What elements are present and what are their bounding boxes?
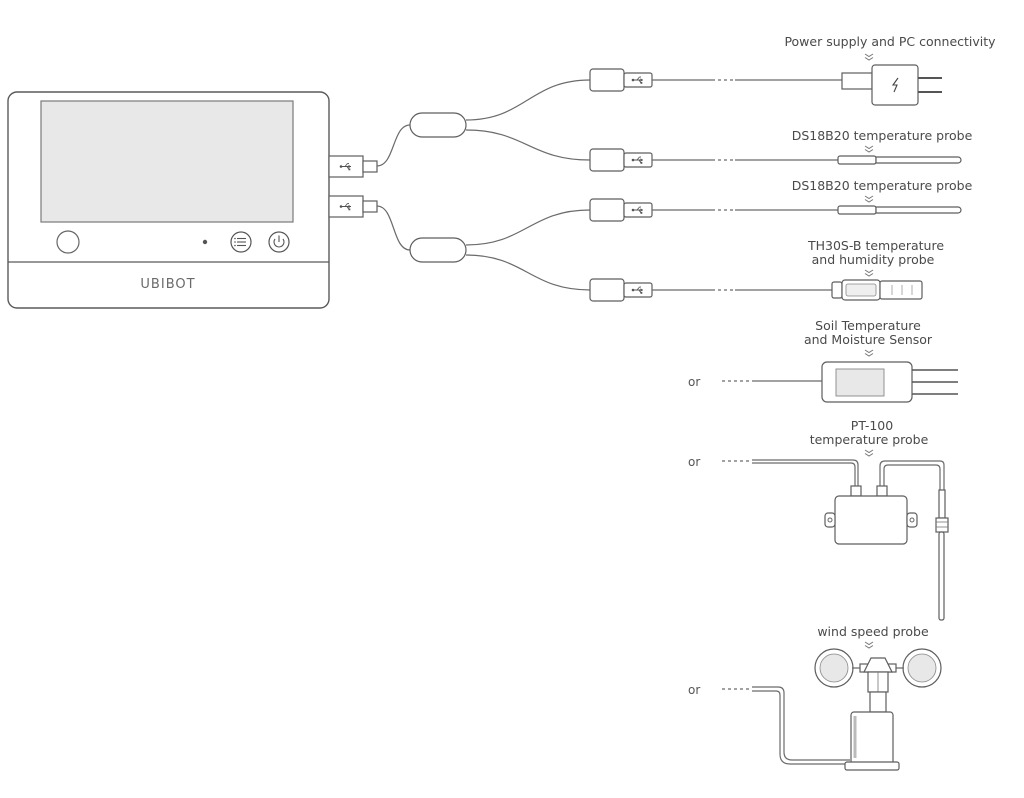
label-or-2: or xyxy=(688,455,700,469)
menu-list-icon[interactable] xyxy=(230,231,252,253)
label-or-1: or xyxy=(688,375,700,389)
label-soil-line2: and Moisture Sensor xyxy=(804,332,933,347)
label-wind: wind speed probe xyxy=(817,624,929,639)
arrow-down-icon xyxy=(864,53,874,61)
power-icon[interactable] xyxy=(268,231,290,253)
pt100-option: or PT-100 temperature probe xyxy=(688,418,949,621)
label-power: Power supply and PC connectivity xyxy=(784,34,996,49)
arrow-down-icon xyxy=(864,349,874,357)
wind-probe-option: or wind speed probe xyxy=(688,624,942,771)
label-or-3: or xyxy=(688,683,700,697)
th30s-branch: TH30S-B temperature and humidity probe xyxy=(590,238,944,301)
led-dot-icon xyxy=(202,239,208,245)
arrow-down-icon xyxy=(864,269,874,277)
label-pt100-line2: temperature probe xyxy=(810,432,929,447)
usb-port-1 xyxy=(328,155,378,178)
device-brand: UBIBOT xyxy=(140,277,195,292)
arrow-down-icon xyxy=(864,641,874,649)
label-th30s-line2: and humidity probe xyxy=(812,252,935,267)
ubibot-device: UBIBOT xyxy=(7,91,378,309)
label-ds18b20-1: DS18B20 temperature probe xyxy=(792,128,973,143)
wind-probe-body xyxy=(850,711,894,765)
splitter-cable-1 xyxy=(376,79,591,167)
usb-port-2 xyxy=(328,195,378,218)
power-branch: Power supply and PC connectivity xyxy=(590,34,996,106)
arrow-down-icon xyxy=(864,449,874,457)
label-th30s-line1: TH30S-B temperature xyxy=(807,238,944,253)
label-ds18b20-2: DS18B20 temperature probe xyxy=(792,178,973,193)
round-button-icon[interactable] xyxy=(56,230,80,254)
splitter-cable-2 xyxy=(376,205,591,291)
soil-sensor-option: or Soil Temperature and Moisture Sensor xyxy=(688,318,958,403)
label-soil-line1: Soil Temperature xyxy=(815,318,921,333)
ds18b20-branch-2: DS18B20 temperature probe xyxy=(590,178,973,221)
label-pt100-line1: PT-100 xyxy=(851,418,893,433)
arrow-down-icon xyxy=(864,145,874,153)
humidity-probe-head xyxy=(879,280,923,300)
lightning-icon xyxy=(891,77,899,93)
ds18b20-branch-1: DS18B20 temperature probe xyxy=(590,128,973,171)
arrow-down-icon xyxy=(864,195,874,203)
device-screen xyxy=(40,100,294,223)
pt100-junction-box xyxy=(834,495,908,545)
